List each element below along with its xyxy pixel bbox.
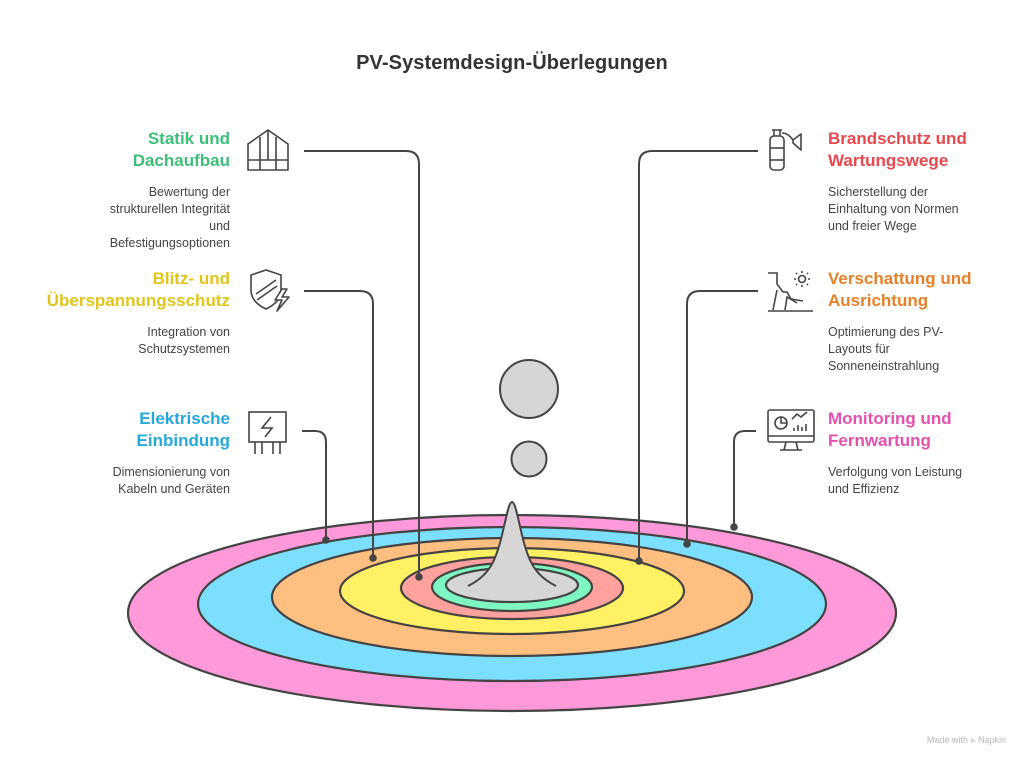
item-heading: Monitoring und Fernwartung: [828, 409, 952, 450]
item-blitz: Blitz- und Überspannungsschutz Integrati…: [0, 268, 230, 358]
connector-dot-brandschutz: [635, 557, 643, 565]
connector-elektrisch: [302, 430, 327, 539]
item-description: Integration von Schutzsystemen: [138, 325, 230, 356]
ripple-rings: [126, 513, 898, 713]
item-description: Optimierung des PV- Layouts für Sonnenei…: [828, 325, 944, 373]
item-heading: Elektrische Einbindung: [136, 409, 230, 450]
connector-verschattung: [686, 290, 758, 544]
splash-peak: [468, 502, 556, 586]
greenhouse-icon: [247, 129, 289, 171]
napkin-watermark: Made with ⪢ Napkin: [926, 735, 1006, 745]
connector-dot-monitoring: [730, 523, 738, 531]
item-verschattung: Verschattung und Ausrichtung Optimierung…: [828, 268, 1018, 375]
monitor-chart-icon: [767, 409, 815, 451]
item-statik: Statik und Dachaufbau Bewertung der stru…: [0, 128, 230, 252]
connector-dot-statik: [415, 573, 423, 581]
item-description: Dimensionierung von Kabeln und Geräten: [112, 465, 230, 496]
splash-peak-outline: [467, 500, 557, 587]
cliff-sun-icon: [768, 271, 813, 312]
fire-extinguisher-icon: [769, 129, 802, 171]
connector-monitoring: [733, 430, 756, 527]
connector-blitz: [304, 290, 374, 558]
item-heading: Blitz- und Überspannungsschutz: [46, 269, 230, 310]
connector-dot-elektrisch: [322, 536, 330, 544]
item-brandschutz: Brandschutz und Wartungswege Sicherstell…: [828, 128, 1018, 235]
droplet-small: [510, 440, 548, 478]
page-title: PV-Systemdesign-Überlegungen: [356, 52, 668, 74]
droplet-large: [499, 359, 559, 419]
item-description: Bewertung der strukturellen Integrität u…: [109, 185, 230, 250]
item-elektrisch: Elektrische Einbindung Dimensionierung v…: [0, 408, 230, 498]
connector-statik: [304, 150, 420, 577]
shield-lightning-icon: [250, 269, 290, 312]
item-heading: Brandschutz und Wartungswege: [828, 129, 967, 170]
connector-dot-verschattung: [683, 540, 691, 548]
item-heading: Verschattung und Ausrichtung: [828, 269, 972, 310]
fuse-icon: [248, 411, 287, 454]
item-monitoring: Monitoring und Fernwartung Verfolgung vo…: [828, 408, 1018, 498]
connector-dot-blitz: [369, 554, 377, 562]
item-heading: Statik und Dachaufbau: [132, 129, 230, 170]
item-description: Verfolgung von Leistung und Effizienz: [828, 465, 963, 496]
connector-brandschutz: [638, 150, 758, 560]
item-description: Sicherstellung der Einhaltung von Normen…: [828, 185, 959, 233]
